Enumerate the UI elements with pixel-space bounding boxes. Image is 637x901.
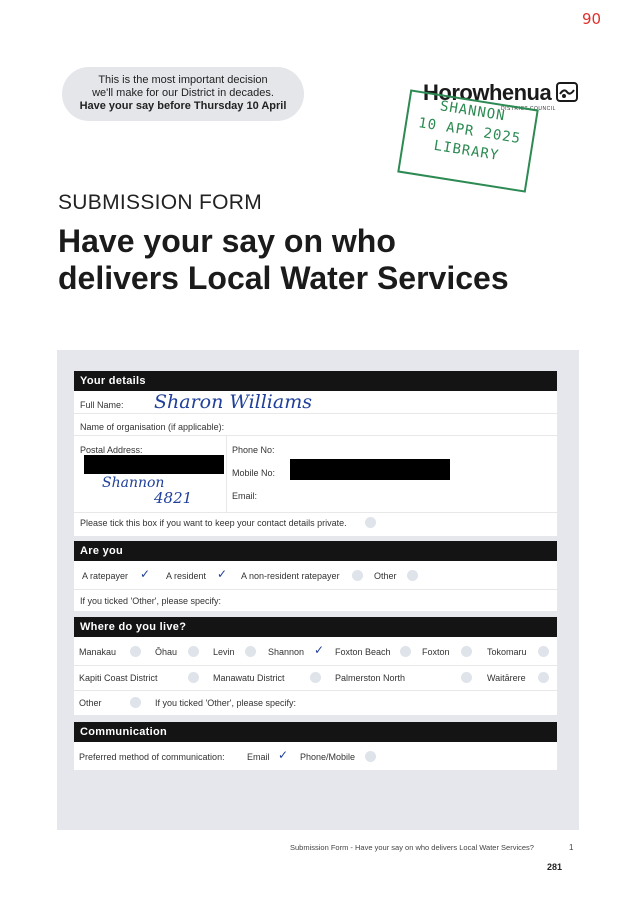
full-name-value[interactable]: Sharon Williams: [154, 391, 312, 413]
are-you-header: Are you: [74, 541, 557, 561]
full-name-label: Full Name:: [80, 400, 124, 410]
form-title: SUBMISSION FORM: [58, 191, 263, 214]
kapiti-coast-checkbox[interactable]: [188, 672, 199, 683]
footer-page-number: 1: [569, 843, 574, 852]
option-ratepayer: A ratepayer: [82, 571, 129, 581]
headline-line-2: delivers Local Water Services: [58, 260, 509, 296]
are-you-specify-label: If you ticked 'Other', please specify:: [80, 596, 222, 606]
page-headline: Have your say on who delivers Local Wate…: [58, 223, 578, 297]
manawatu-checkbox[interactable]: [310, 672, 321, 683]
option-kapiti-coast: Kapiti Coast District: [79, 673, 158, 683]
preferred-method-label: Preferred method of communication:: [79, 752, 225, 762]
option-levin: Levin: [213, 647, 235, 657]
notice-line-2: we'll make for our District in decades.: [92, 87, 274, 99]
document-number: 281: [547, 862, 563, 872]
palmerston-north-checkbox[interactable]: [461, 672, 472, 683]
email-tick[interactable]: ✓: [278, 748, 289, 762]
postal-handwritten-town[interactable]: Shannon: [102, 475, 165, 491]
tokomaru-checkbox[interactable]: [538, 646, 549, 657]
mobile-label: Mobile No:: [232, 468, 276, 478]
are-you-section: Are you A ratepayer ✓ A resident ✓ A non…: [74, 541, 557, 611]
redacted-mobile: [290, 459, 450, 480]
deadline-notice: This is the most important decision we'l…: [62, 67, 304, 121]
phone-mobile-checkbox[interactable]: [365, 751, 376, 762]
logo-subtitle: DISTRICT COUNCIL: [501, 106, 556, 112]
communication-section: Communication Preferred method of commun…: [74, 722, 557, 770]
notice-line-3: Have your say before Thursday 10 April: [79, 100, 287, 112]
postal-address-label: Postal Address:: [80, 445, 143, 455]
other-location-checkbox[interactable]: [130, 697, 141, 708]
foxton-checkbox[interactable]: [461, 646, 472, 657]
shannon-tick[interactable]: ✓: [314, 643, 325, 657]
where-header: Where do you live?: [74, 617, 557, 637]
option-tokomaru: Tokomaru: [487, 647, 527, 657]
option-ohau: Ōhau: [155, 647, 178, 657]
communication-header: Communication: [74, 722, 557, 742]
headline-line-1: Have your say on who: [58, 223, 396, 259]
footer-text: Submission Form - Have your say on who d…: [290, 843, 534, 852]
levin-checkbox[interactable]: [245, 646, 256, 657]
private-details-checkbox[interactable]: [365, 517, 376, 528]
your-details-header: Your details: [74, 371, 557, 391]
private-details-label: Please tick this box if you want to keep…: [80, 518, 347, 528]
option-other: Other: [374, 571, 397, 581]
ratepayer-tick[interactable]: ✓: [140, 567, 151, 581]
option-non-resident-ratepayer: A non-resident ratepayer: [241, 571, 340, 581]
waitarere-checkbox[interactable]: [538, 672, 549, 683]
redacted-address: [84, 455, 224, 474]
option-foxton: Foxton: [422, 647, 450, 657]
where-do-you-live-section: Where do you live? Manakau Ōhau Levin Sh…: [74, 617, 557, 715]
option-shannon: Shannon: [268, 647, 305, 657]
postal-handwritten-code[interactable]: 4821: [154, 489, 193, 507]
your-details-section: Your details Full Name: Sharon Williams …: [74, 371, 557, 536]
council-emblem-icon: [556, 82, 578, 102]
other-checkbox[interactable]: [407, 570, 418, 581]
ohau-checkbox[interactable]: [188, 646, 199, 657]
option-foxton-beach: Foxton Beach: [335, 647, 391, 657]
option-phone-mobile: Phone/Mobile: [300, 752, 356, 762]
option-manawatu: Manawatu District: [213, 673, 285, 683]
non-resident-checkbox[interactable]: [352, 570, 363, 581]
logo-name: Horowhenua: [423, 80, 552, 105]
option-email: Email: [247, 752, 270, 762]
option-other-location: Other: [79, 698, 102, 708]
organisation-label: Name of organisation (if applicable):: [80, 422, 225, 432]
manakau-checkbox[interactable]: [130, 646, 141, 657]
where-specify-label: If you ticked 'Other', please specify:: [155, 698, 297, 708]
email-label: Email:: [232, 491, 258, 501]
page-number: 90: [582, 10, 602, 28]
option-manakau: Manakau: [79, 647, 117, 657]
notice-line-1: This is the most important decision: [98, 74, 268, 86]
phone-label: Phone No:: [232, 445, 275, 455]
council-logo: Horowhenua DISTRICT COUNCIL: [423, 80, 583, 112]
option-waitarere: Waitārere: [487, 673, 526, 683]
resident-tick[interactable]: ✓: [217, 567, 228, 581]
option-palmerston-north: Palmerston North: [335, 673, 406, 683]
foxton-beach-checkbox[interactable]: [400, 646, 411, 657]
option-resident: A resident: [166, 571, 207, 581]
